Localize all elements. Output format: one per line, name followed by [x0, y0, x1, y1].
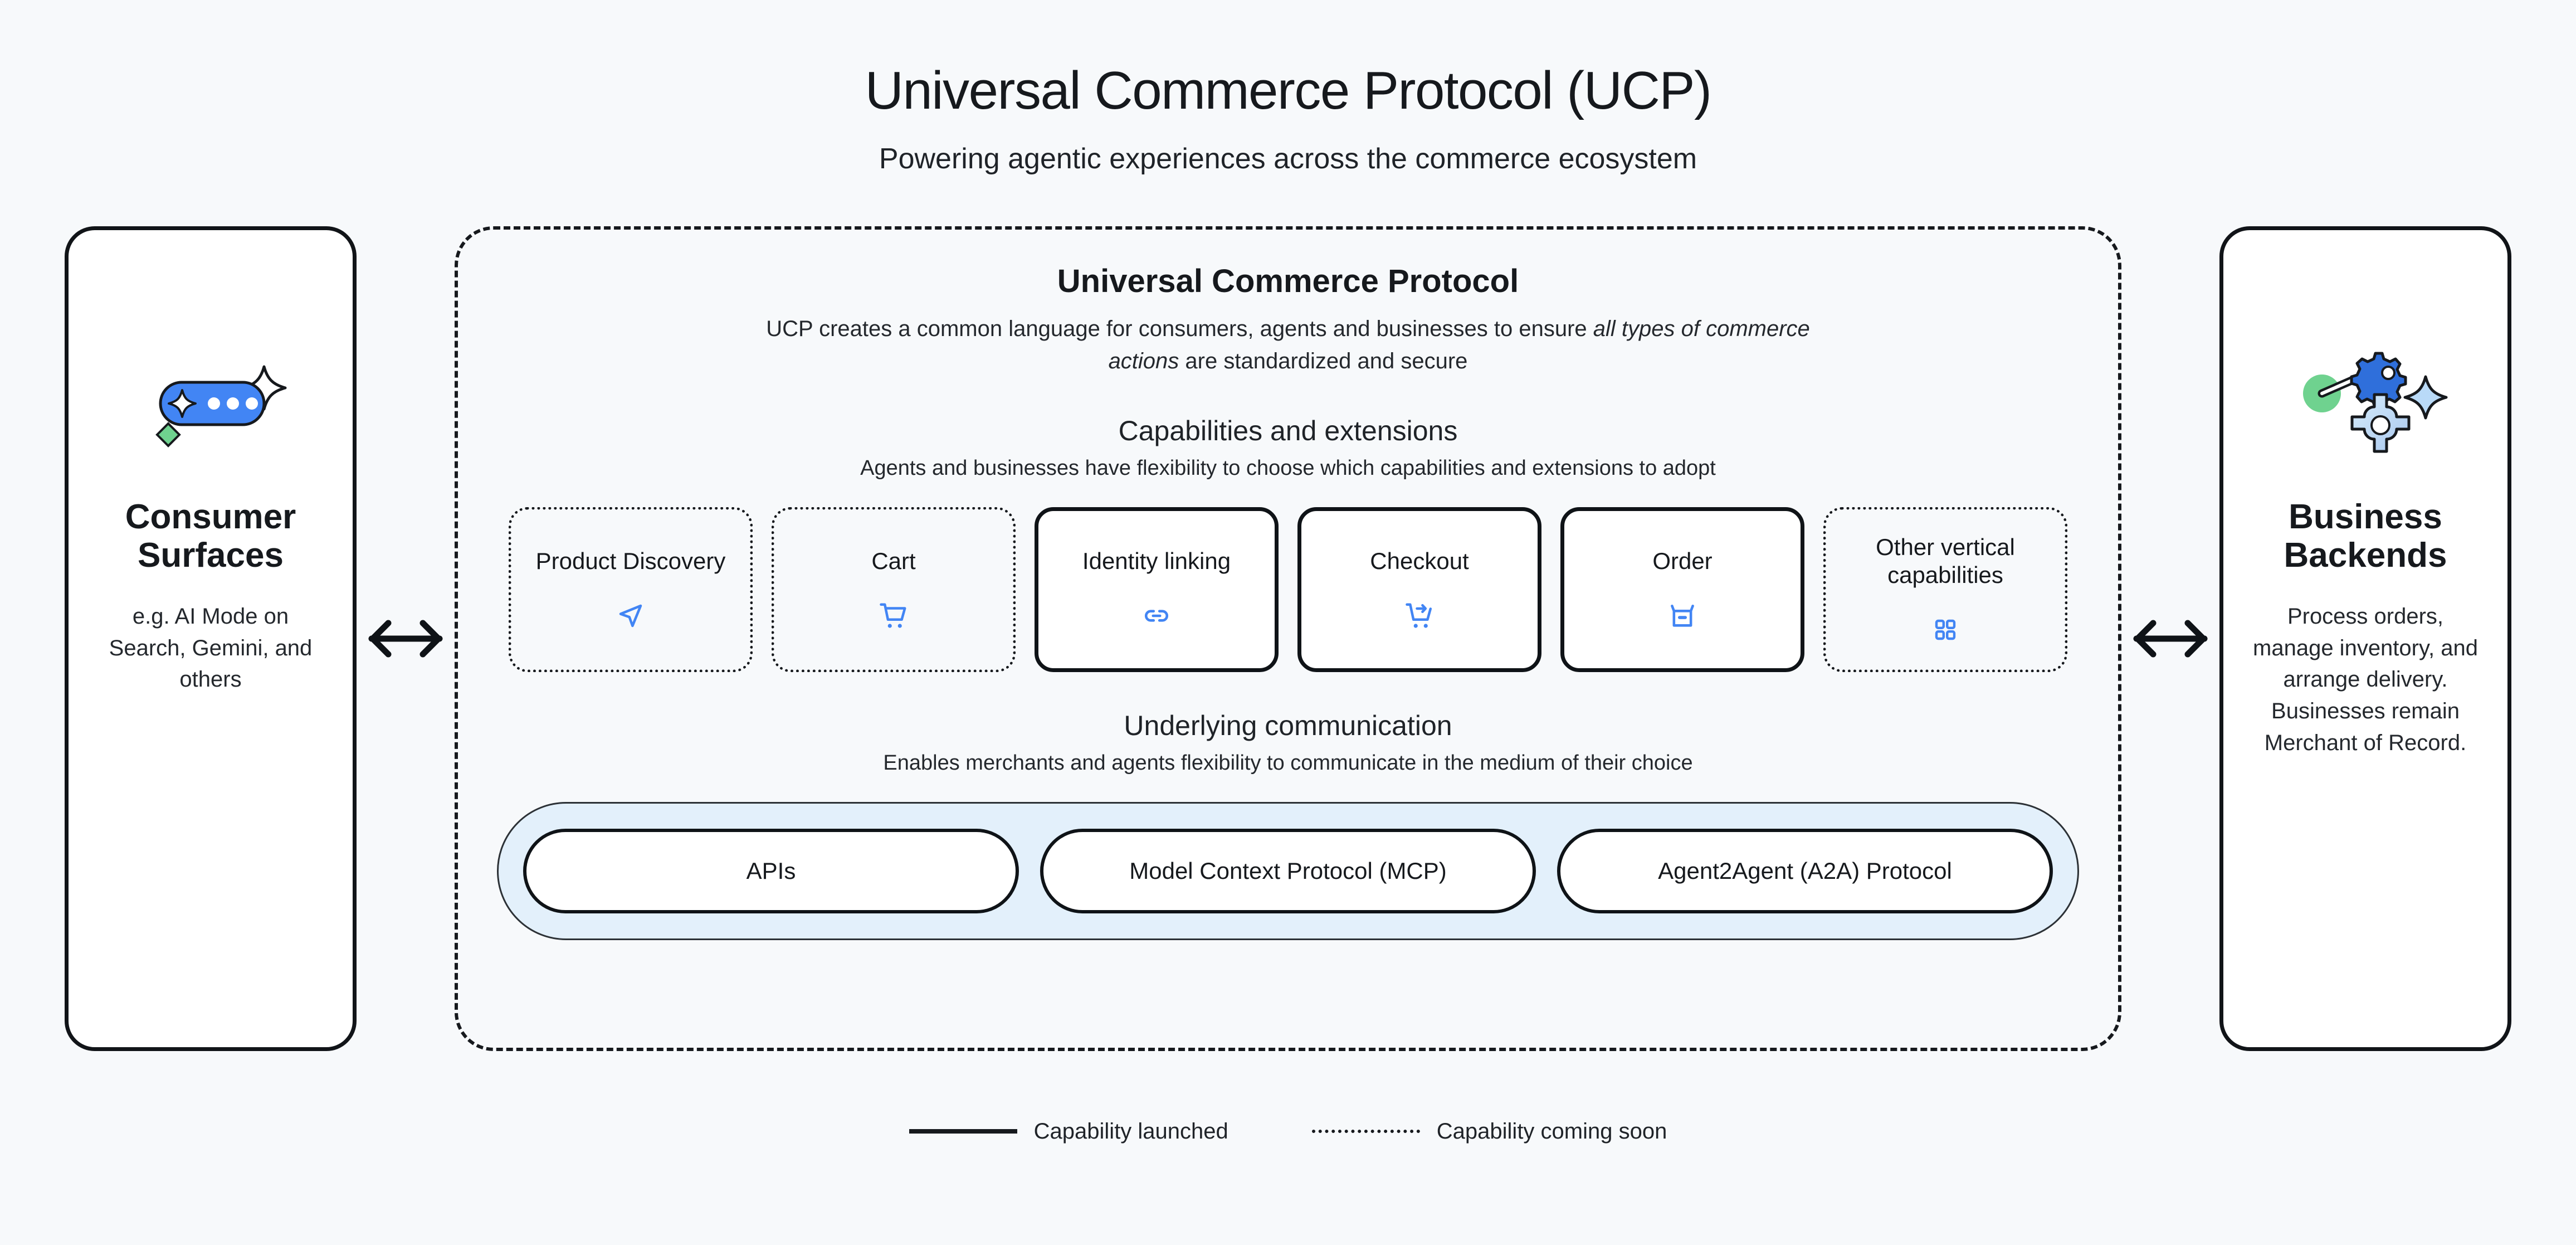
legend-item-launched: Capability launched [909, 1119, 1228, 1144]
shopping-cart-icon [879, 600, 909, 632]
legend: Capability launched Capability coming so… [0, 1119, 2576, 1144]
ucp-description-emphasis: all types of commerce actions [1108, 316, 1810, 373]
page-title: Universal Commerce Protocol (UCP) [865, 61, 1712, 120]
business-backends-title: Business Backends [2284, 497, 2447, 575]
double-headed-arrow-icon [368, 620, 443, 658]
capabilities-subheading: Agents and businesses have flexibility t… [860, 456, 1716, 480]
capability-card-cart[interactable]: Cart [772, 507, 1016, 672]
capability-card-order[interactable]: Order [1560, 507, 1804, 672]
capability-card-other-vertical[interactable]: Other vertical capabilities [1823, 507, 2067, 672]
legend-label: Capability launched [1033, 1118, 1228, 1144]
consumer-surfaces-description: e.g. AI Mode on Search, Gemini, and othe… [109, 604, 313, 692]
capability-label: Other vertical capabilities [1876, 533, 2015, 588]
capability-card-identity-linking[interactable]: Identity linking [1035, 507, 1279, 672]
capability-label: Order [1652, 547, 1713, 574]
capability-label: Product Discovery [535, 547, 726, 574]
page-subtitle: Powering agentic experiences across the … [879, 142, 1697, 175]
capability-label: Cart [871, 547, 916, 574]
business-backends-description: Process orders, manage inventory, and ar… [2253, 604, 2478, 756]
ucp-title: Universal Commerce Protocol [1057, 262, 1519, 299]
capability-label: Checkout [1370, 547, 1469, 574]
ucp-container: Universal Commerce Protocol UCP creates … [455, 226, 2121, 1051]
capability-card-product-discovery[interactable]: Product Discovery [509, 507, 753, 672]
right-arrow-gap [2121, 226, 2219, 1051]
consumer-surfaces-title: Consumer Surfaces [125, 497, 296, 575]
business-backends-panel: Business Backends Process orders, manage… [2219, 226, 2511, 1051]
capability-card-checkout[interactable]: Checkout [1297, 507, 1541, 672]
capabilities-heading: Capabilities and extensions [1118, 415, 1458, 446]
double-headed-arrow-icon [2133, 620, 2208, 658]
capability-card-list: Product Discovery Cart [489, 507, 2087, 672]
ai-chat-sparkle-icon [127, 314, 294, 498]
ucp-description-pre: UCP creates a common language for consum… [766, 316, 1593, 341]
consumer-surfaces-panel: Consumer Surfaces e.g. AI Mode on Search… [65, 226, 357, 1051]
cart-checkout-arrow-icon [1404, 600, 1435, 632]
protocol-pill-apis[interactable]: APIs [523, 829, 1019, 914]
ucp-description: UCP creates a common language for consum… [753, 313, 1823, 377]
gears-sparkle-icon [2282, 314, 2449, 498]
protocol-shell: APIs Model Context Protocol (MCP) Agent2… [497, 802, 2079, 941]
dotted-line-swatch [1311, 1130, 1420, 1134]
capability-label: Identity linking [1082, 547, 1231, 574]
legend-item-coming-soon: Capability coming soon [1311, 1118, 1667, 1144]
diagram-stage: Consumer Surfaces e.g. AI Mode on Search… [0, 226, 2576, 1084]
communication-heading: Underlying communication [1124, 709, 1452, 741]
protocol-pill-a2a[interactable]: Agent2Agent (A2A) Protocol [1557, 829, 2053, 914]
open-box-icon [1668, 600, 1697, 632]
legend-label: Capability coming soon [1436, 1118, 1667, 1144]
solid-line-swatch [909, 1129, 1017, 1134]
left-arrow-gap [357, 226, 455, 1051]
communication-subheading: Enables merchants and agents flexibility… [883, 751, 1693, 775]
ucp-description-post: are standardized and secure [1179, 348, 1468, 373]
protocol-pill-mcp[interactable]: Model Context Protocol (MCP) [1040, 829, 1536, 914]
navigation-arrow-icon [616, 600, 646, 632]
grid-four-squares-icon [1932, 614, 1959, 646]
page-header: Universal Commerce Protocol (UCP) Poweri… [0, 0, 2576, 176]
link-icon [1143, 600, 1170, 632]
